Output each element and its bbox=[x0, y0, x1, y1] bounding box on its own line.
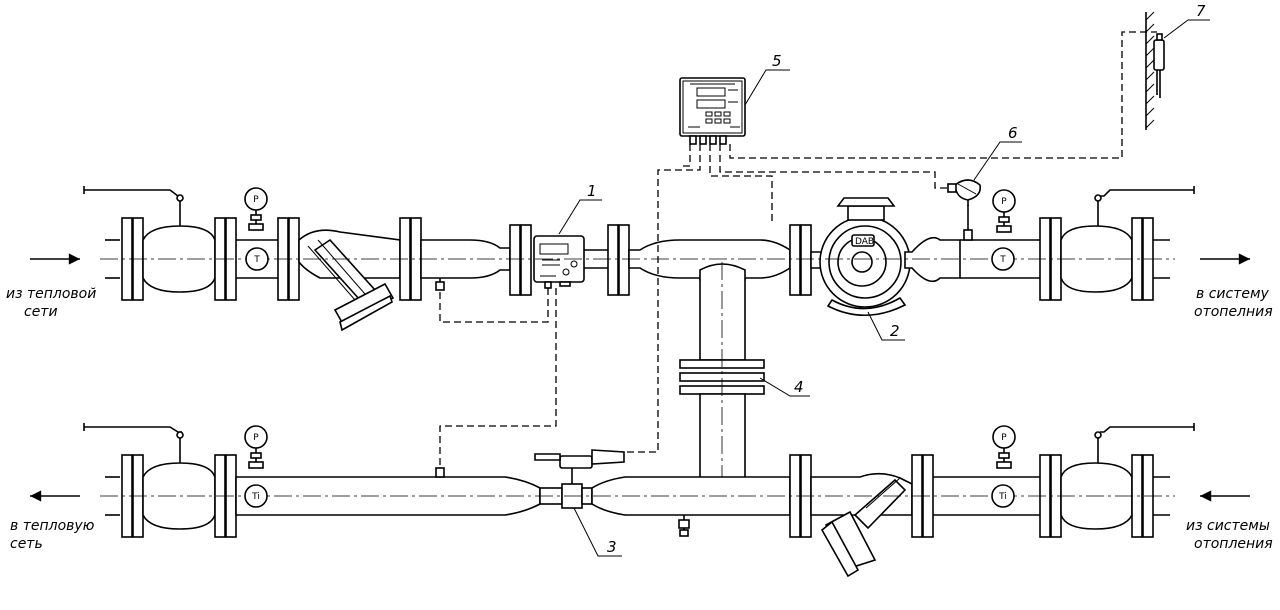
pressure-gauge-lower-left: P bbox=[244, 425, 268, 469]
pressure-gauge-upper-right: P bbox=[992, 189, 1016, 233]
controller-unit bbox=[679, 77, 746, 145]
label-to-system-line1: в систему bbox=[1196, 286, 1270, 302]
temperature-letter: T bbox=[253, 255, 260, 265]
callout-7: 7 bbox=[1196, 2, 1206, 20]
pump-brand-label: DAB bbox=[855, 237, 874, 247]
temperature-letter: T bbox=[999, 255, 1006, 265]
pressure-letter: P bbox=[1001, 197, 1007, 207]
thermometer-upper-right: T bbox=[991, 247, 1015, 271]
flow-arrows bbox=[29, 253, 1250, 502]
signal-wiring bbox=[439, 31, 1157, 468]
callout-2: 2 bbox=[890, 322, 900, 340]
callout-6: 6 bbox=[1008, 124, 1018, 142]
pressure-gauge-upper-left: P bbox=[244, 187, 268, 231]
callout-leaders bbox=[558, 19, 1210, 557]
callout-1: 1 bbox=[587, 182, 597, 200]
supply-pipeline: DAB bbox=[83, 186, 1195, 332]
bypass-pipe bbox=[679, 262, 765, 490]
label-to-network-line1: в тепловую bbox=[10, 518, 95, 534]
return-pipeline bbox=[83, 423, 1195, 578]
label-from-network-line1: из тепловой bbox=[6, 286, 96, 302]
temperature-sensor-6 bbox=[947, 179, 982, 206]
label-to-system-line2: отопелния bbox=[1194, 304, 1273, 320]
temperature-ti-letter: Ti bbox=[251, 492, 260, 502]
thermometer-lower-left: Ti bbox=[244, 484, 268, 508]
thermometer-lower-right: Ti bbox=[991, 484, 1015, 508]
temperature-ti-letter: Ti bbox=[998, 492, 1007, 502]
label-from-system-line2: отопления bbox=[1194, 536, 1273, 552]
thermometer-upper-left: T bbox=[245, 247, 269, 271]
callout-4: 4 bbox=[794, 378, 804, 396]
callout-3: 3 bbox=[607, 538, 617, 556]
callout-5: 5 bbox=[772, 52, 782, 70]
pressure-letter: P bbox=[1001, 433, 1007, 443]
pressure-letter: P bbox=[253, 433, 259, 443]
pressure-gauge-lower-right: P bbox=[992, 425, 1016, 469]
pressure-letter: P bbox=[253, 195, 259, 205]
label-to-network-line2: сеть bbox=[10, 536, 43, 552]
label-from-system-line1: из системы bbox=[1186, 518, 1270, 534]
outdoor-sensor-7 bbox=[1145, 11, 1165, 130]
label-from-network-line2: сети bbox=[24, 304, 58, 320]
